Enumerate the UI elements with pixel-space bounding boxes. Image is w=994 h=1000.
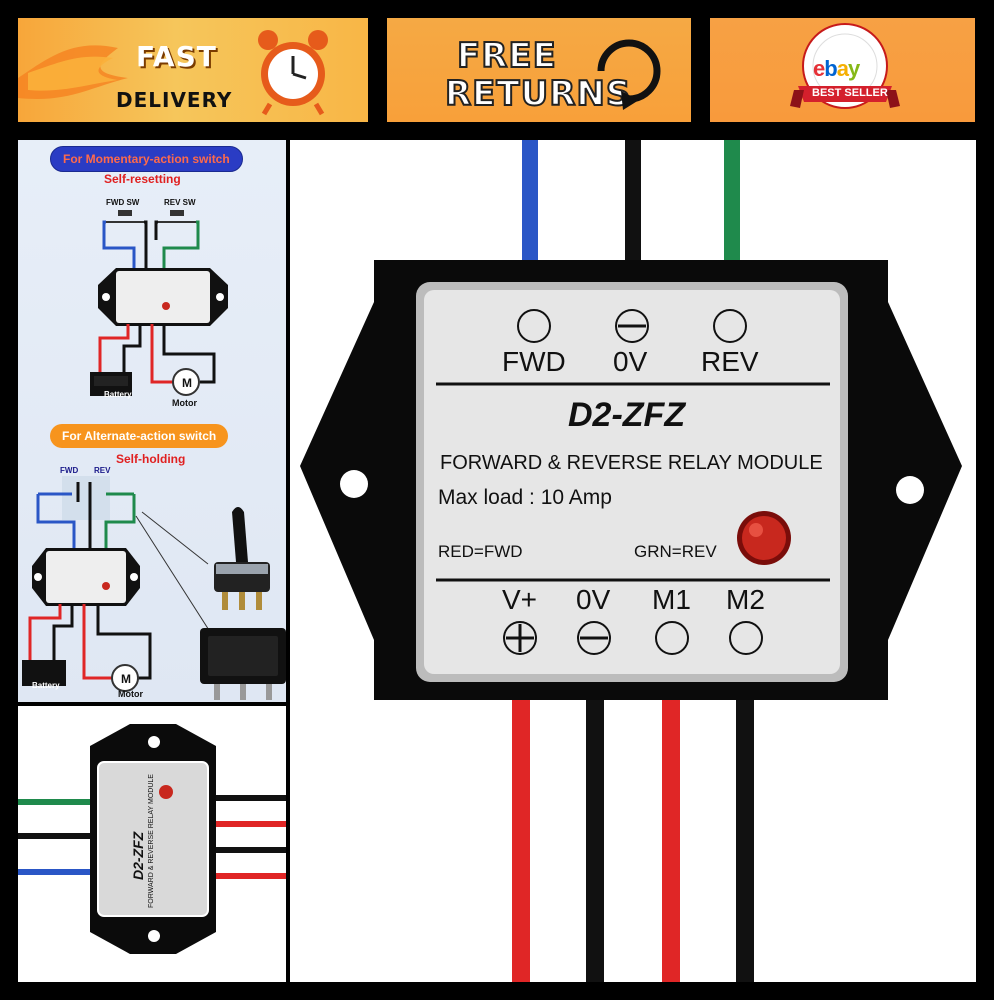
ebay-logo: ebay — [813, 56, 860, 81]
self-resetting-label: Self-resetting — [104, 172, 181, 186]
fast-delivery-banner: FAST DELIVERY — [18, 18, 368, 122]
fwd-sw-label: FWD SW — [106, 198, 140, 207]
rotated-module-illustration — [18, 724, 286, 954]
best-seller-label: BEST SELLER — [812, 87, 888, 99]
wiring-diagram-panel: For Momentary-action switch Self-resetti… — [18, 140, 286, 702]
relay-module-illustration — [300, 140, 962, 982]
return-arrow-icon — [597, 39, 661, 110]
motor-symbol-bottom: M — [121, 672, 131, 686]
max-load-label: Max load : 10 Amp — [438, 486, 612, 509]
motor-symbol-top: M — [182, 376, 192, 390]
rev-terminal-label: REV — [701, 346, 759, 377]
rev-sw-label: REV SW — [164, 198, 196, 207]
side-model-label: D2-ZFZ — [130, 831, 146, 880]
free-returns-banner: FREE RETURNS — [387, 18, 691, 122]
ebay-best-seller-badge — [790, 23, 900, 109]
delivery-label: DELIVERY — [116, 88, 233, 112]
rev-label: REV — [94, 466, 111, 475]
motor-label-top: Motor — [172, 398, 197, 408]
model-title: D2-ZFZ — [568, 396, 686, 434]
free-label: FREE — [456, 35, 557, 77]
grn-rev-label: GRN=REV — [634, 542, 717, 561]
momentary-switch-title: For Momentary-action switch — [50, 146, 243, 172]
battery-label-top: Battery — [104, 390, 132, 399]
0v-top-terminal-label: 0V — [613, 346, 648, 377]
m1-terminal-label: M1 — [652, 584, 691, 615]
battery-label-bottom: Battery — [32, 681, 60, 690]
alarm-clock-icon — [258, 30, 328, 116]
motor-label-bottom: Motor — [118, 689, 143, 699]
alternate-switch-title: For Alternate-action switch — [50, 424, 229, 448]
vplus-terminal-label: V+ — [502, 584, 538, 615]
red-fwd-label: RED=FWD — [438, 542, 523, 561]
fwd-label: FWD — [60, 466, 79, 475]
fwd-terminal-label: FWD — [502, 346, 566, 377]
returns-label: RETURNS — [444, 73, 632, 115]
side-description-label: FORWARD & REVERSE RELAY MODULE — [148, 774, 155, 908]
module-side-view: D2-ZFZ FORWARD & REVERSE RELAY MODULE — [18, 706, 286, 982]
flame-swoosh-icon — [18, 45, 128, 99]
momentary-wiring-diagram — [90, 210, 228, 396]
alternate-wiring-diagram — [22, 476, 286, 700]
module-main-view: FWD 0V REV D2-ZFZ FORWARD & REVERSE RELA… — [290, 140, 976, 982]
m2-terminal-label: M2 — [726, 584, 765, 615]
best-seller-banner: ebay BEST SELLER — [710, 18, 975, 122]
fast-label: FAST — [136, 40, 217, 73]
0v-bottom-terminal-label: 0V — [576, 584, 611, 615]
module-description: FORWARD & REVERSE RELAY MODULE — [440, 452, 823, 474]
self-holding-label: Self-holding — [116, 452, 186, 466]
